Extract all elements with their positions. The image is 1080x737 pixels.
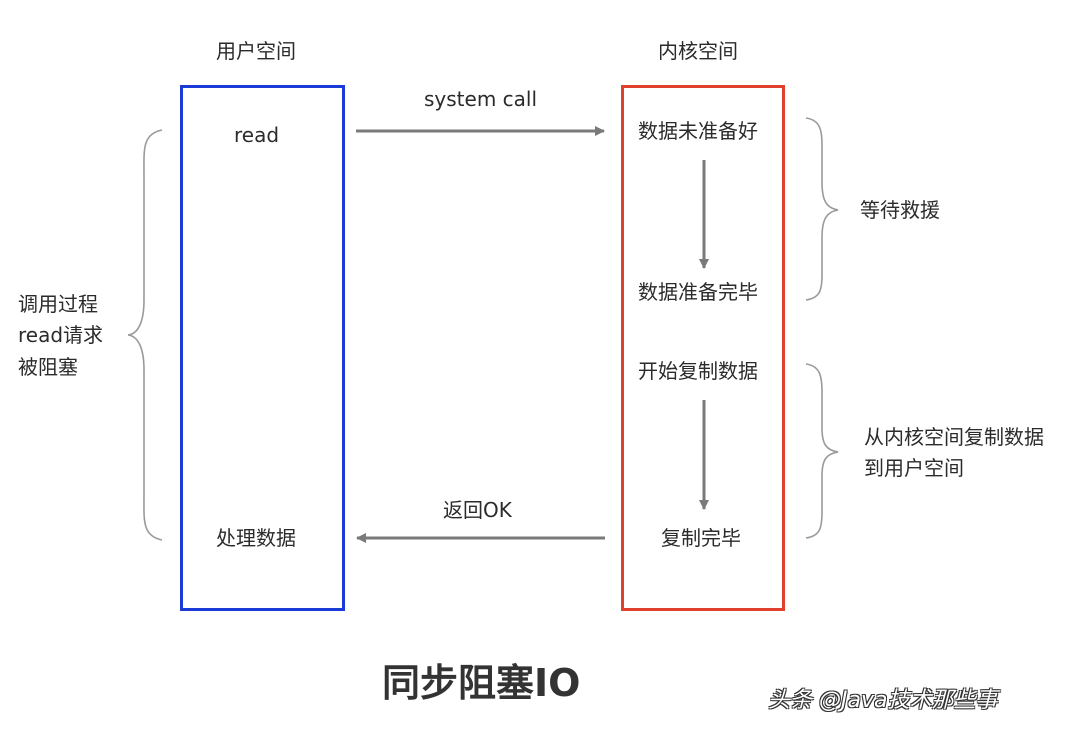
- user-space-box: [180, 85, 345, 611]
- data-ready-label: 数据准备完毕: [638, 280, 758, 304]
- user-space-header: 用户空间: [216, 39, 296, 63]
- return-ok-label: 返回OK: [443, 498, 512, 522]
- copy-note-line-1: 从内核空间复制数据: [864, 425, 1044, 449]
- left-note-line-1: 调用过程: [18, 292, 98, 316]
- wait-brace: [805, 117, 839, 301]
- watermark: 头条 @Java技术那些事: [768, 688, 998, 713]
- left-note-line-3: 被阻塞: [18, 355, 78, 379]
- left-brace: [127, 129, 163, 541]
- start-copy-label: 开始复制数据: [638, 359, 758, 383]
- system-call-label: system call: [424, 87, 538, 111]
- process-data-label: 处理数据: [216, 526, 296, 550]
- diagram-title: 同步阻塞IO: [382, 661, 581, 705]
- copy-brace: [805, 363, 839, 539]
- copy-note-line-2: 到用户空间: [864, 456, 964, 480]
- read-label: read: [234, 123, 280, 147]
- kernel-space-header: 内核空间: [658, 39, 738, 63]
- data-not-ready-label: 数据未准备好: [638, 119, 758, 143]
- wait-note: 等待救援: [860, 198, 940, 222]
- left-note-line-2: read请求: [18, 323, 104, 347]
- kernel-space-box: [621, 85, 785, 611]
- copy-done-label: 复制完毕: [661, 526, 741, 550]
